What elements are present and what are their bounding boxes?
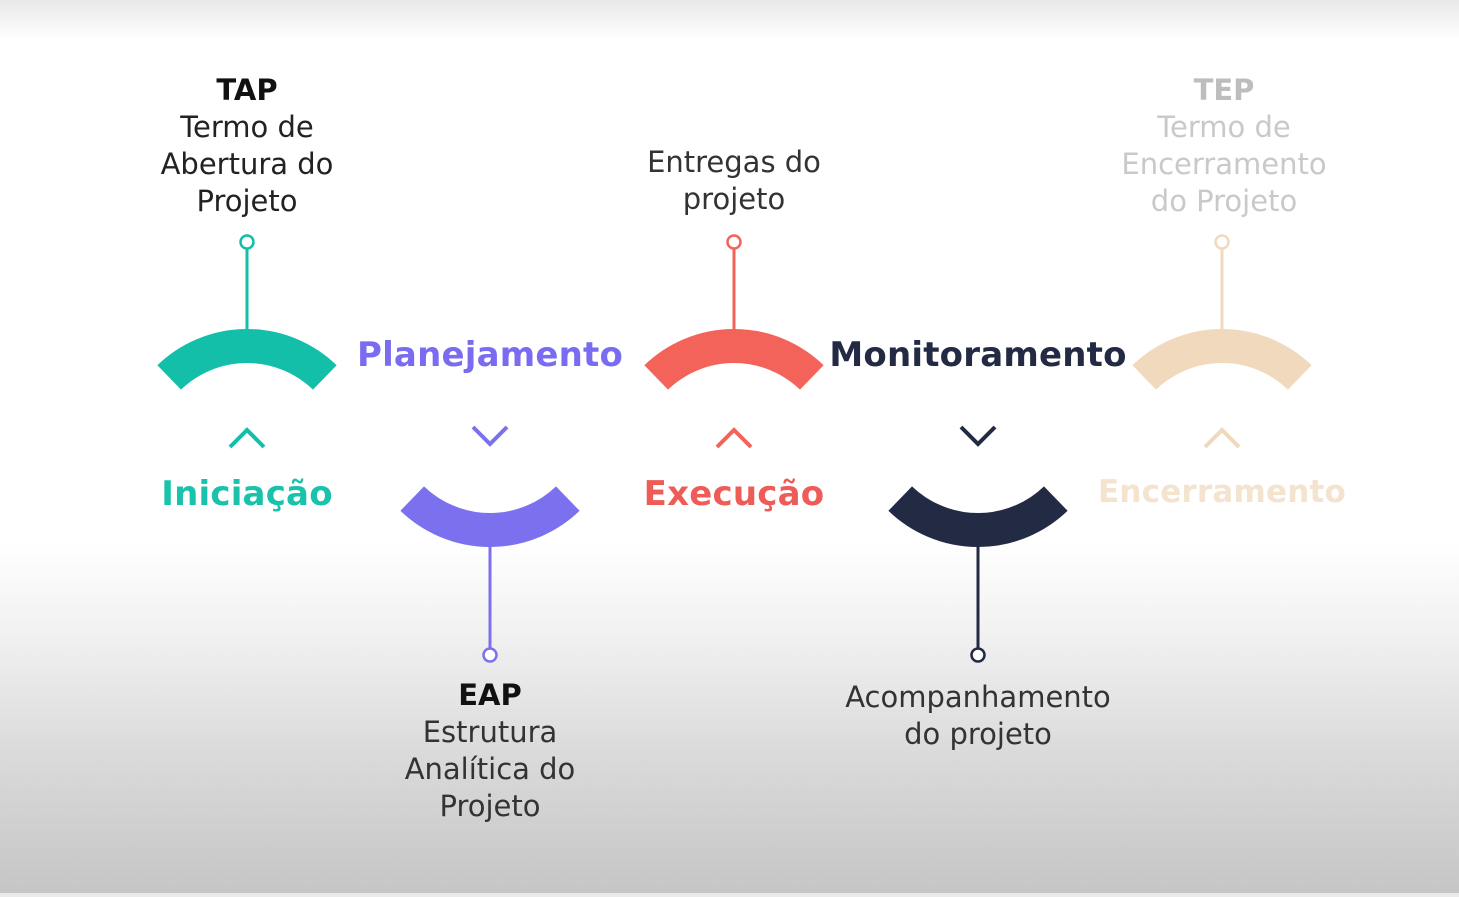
chevron-up-icon — [228, 427, 266, 449]
chevron-up-icon — [1203, 427, 1241, 449]
note-line: projeto — [682, 182, 786, 216]
note-line: Analítica do — [404, 752, 576, 786]
arc-execucao — [644, 329, 824, 390]
connector-dot-planejamento — [482, 647, 498, 663]
note-line: do projeto — [904, 717, 1052, 751]
note-tep: TEP Termo de Encerramento do Projeto — [1121, 72, 1326, 220]
arc-planejamento — [400, 486, 580, 547]
note-line: Termo de — [180, 110, 314, 144]
chevron-down-icon — [959, 425, 997, 447]
connector-dot-encerramento — [1214, 234, 1230, 250]
arc-monitoramento — [888, 486, 1068, 547]
connector-dot-monitoramento — [970, 647, 986, 663]
connector-dot-execucao — [726, 234, 742, 250]
stage-label-monitoramento: Monitoramento — [829, 335, 1127, 375]
note-tap: TAP Termo de Abertura do Projeto — [161, 72, 334, 220]
note-abbr: EAP — [458, 678, 522, 712]
connector-dot-iniciacao — [239, 234, 255, 250]
note-line: Acompanhamento — [845, 680, 1111, 714]
note-line: Projeto — [196, 184, 298, 218]
note-line: Abertura do — [160, 147, 334, 181]
arc-encerramento — [1132, 329, 1312, 390]
note-line: Estrutura — [422, 715, 558, 749]
note-abbr: TAP — [216, 73, 278, 107]
stage-label-planejamento: Planejamento — [356, 335, 624, 375]
note-line: Termo de — [1157, 110, 1291, 144]
arc-iniciacao — [157, 329, 337, 390]
stage-label-execucao: Execução — [643, 474, 825, 514]
chevron-down-icon — [471, 425, 509, 447]
note-abbr: TEP — [1193, 73, 1255, 107]
note-line: Entregas do — [647, 145, 821, 179]
chevron-up-icon — [715, 427, 753, 449]
note-entregas: Entregas do projeto — [647, 144, 821, 218]
note-line: Projeto — [439, 789, 541, 823]
note-line: do Projeto — [1150, 184, 1298, 218]
stage-label-iniciacao: Iniciação — [161, 474, 333, 514]
note-eap: EAP Estrutura Analítica do Projeto — [405, 677, 576, 825]
note-acompanhamento: Acompanhamento do projeto — [845, 679, 1111, 753]
stage-label-encerramento: Encerramento — [1097, 474, 1347, 510]
note-line: Encerramento — [1121, 147, 1327, 181]
